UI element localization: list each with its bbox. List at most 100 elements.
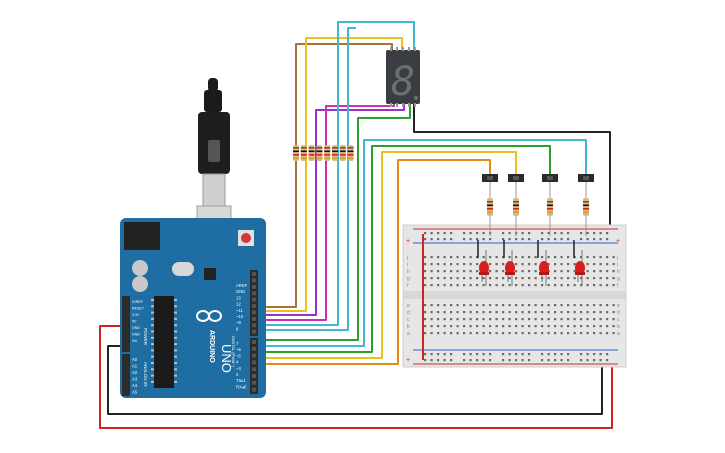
bb-hole[interactable] (573, 284, 576, 287)
resistor[interactable] (487, 198, 493, 216)
bb-rail-hole[interactable] (476, 353, 479, 356)
header-hole[interactable] (252, 367, 256, 372)
bb-hole[interactable] (547, 304, 550, 307)
header-hole[interactable] (252, 346, 256, 351)
bb-hole[interactable] (573, 263, 576, 266)
bb-rail-hole[interactable] (580, 238, 583, 241)
bb-hole[interactable] (469, 270, 472, 273)
pushbutton-cap[interactable] (583, 176, 589, 180)
bb-hole[interactable] (430, 270, 433, 273)
bb-hole[interactable] (593, 318, 596, 321)
arduino-uno-board[interactable]: ARDUINO UNO POWER ANALOG IN DIGITAL (PWM… (120, 218, 266, 398)
bb-hole[interactable] (450, 284, 453, 287)
bb-hole[interactable] (443, 263, 446, 266)
bb-hole[interactable] (463, 325, 466, 328)
bb-hole[interactable] (508, 304, 511, 307)
bb-hole[interactable] (612, 304, 615, 307)
bb-hole[interactable] (430, 325, 433, 328)
bb-hole[interactable] (469, 277, 472, 280)
bb-hole[interactable] (547, 270, 550, 273)
bb-hole[interactable] (443, 284, 446, 287)
bb-hole[interactable] (515, 277, 518, 280)
bb-hole[interactable] (443, 256, 446, 259)
header-hole[interactable] (252, 316, 256, 321)
bb-rail-hole[interactable] (580, 232, 583, 235)
header-hole[interactable] (252, 329, 256, 334)
wire-cyan[interactable] (258, 139, 587, 347)
bb-hole[interactable] (424, 311, 427, 314)
bb-hole[interactable] (430, 318, 433, 321)
bb-hole[interactable] (469, 325, 472, 328)
bb-hole[interactable] (560, 284, 563, 287)
bb-hole[interactable] (534, 263, 537, 266)
bb-rail-hole[interactable] (541, 232, 544, 235)
bb-hole[interactable] (521, 311, 524, 314)
led[interactable] (575, 261, 585, 275)
bb-hole[interactable] (469, 332, 472, 335)
bb-hole[interactable] (612, 311, 615, 314)
bb-hole[interactable] (456, 304, 459, 307)
bb-hole[interactable] (573, 304, 576, 307)
bb-rail-hole[interactable] (521, 359, 524, 362)
bb-hole[interactable] (554, 325, 557, 328)
display-resistors[interactable] (293, 145, 354, 161)
bb-hole[interactable] (541, 325, 544, 328)
header-hole[interactable] (252, 272, 256, 276)
wire-red[interactable] (99, 325, 613, 429)
bb-hole[interactable] (528, 270, 531, 273)
bb-rail-hole[interactable] (476, 232, 479, 235)
bb-hole[interactable] (612, 277, 615, 280)
bb-hole[interactable] (469, 318, 472, 321)
bb-hole[interactable] (495, 311, 498, 314)
bb-hole[interactable] (430, 332, 433, 335)
header-hole[interactable] (252, 297, 256, 302)
bb-rail-hole[interactable] (430, 238, 433, 241)
bb-hole[interactable] (424, 332, 427, 335)
bb-hole[interactable] (463, 277, 466, 280)
wire-pink[interactable] (258, 102, 395, 321)
bb-hole[interactable] (443, 304, 446, 307)
bb-hole[interactable] (599, 256, 602, 259)
bb-hole[interactable] (567, 325, 570, 328)
led[interactable] (539, 261, 549, 275)
bb-hole[interactable] (489, 304, 492, 307)
bb-rail-hole[interactable] (567, 232, 570, 235)
bb-hole[interactable] (586, 256, 589, 259)
bb-hole[interactable] (593, 263, 596, 266)
bb-hole[interactable] (528, 277, 531, 280)
bb-hole[interactable] (515, 284, 518, 287)
bb-hole[interactable] (599, 270, 602, 273)
wire-cyan[interactable] (258, 21, 415, 326)
bb-rail-hole[interactable] (593, 353, 596, 356)
bb-hole[interactable] (508, 311, 511, 314)
bb-hole[interactable] (560, 263, 563, 266)
bb-hole[interactable] (567, 318, 570, 321)
bb-hole[interactable] (534, 318, 537, 321)
bb-rail-hole[interactable] (547, 238, 550, 241)
bb-hole[interactable] (424, 284, 427, 287)
bb-rail-hole[interactable] (560, 359, 563, 362)
bb-rail-hole[interactable] (424, 353, 427, 356)
bb-hole[interactable] (586, 332, 589, 335)
bb-rail-hole[interactable] (541, 353, 544, 356)
bb-hole[interactable] (599, 332, 602, 335)
bb-rail-hole[interactable] (515, 359, 518, 362)
bb-hole[interactable] (489, 270, 492, 273)
bb-hole[interactable] (469, 284, 472, 287)
bb-hole[interactable] (586, 311, 589, 314)
bb-hole[interactable] (547, 311, 550, 314)
resistor[interactable] (332, 145, 338, 161)
bb-hole[interactable] (599, 311, 602, 314)
bb-hole[interactable] (476, 284, 479, 287)
bb-rail-hole[interactable] (463, 238, 466, 241)
wire-yellow[interactable] (258, 37, 403, 312)
bb-hole[interactable] (567, 263, 570, 266)
bb-rail-hole[interactable] (508, 359, 511, 362)
bb-hole[interactable] (437, 304, 440, 307)
bb-hole[interactable] (456, 263, 459, 266)
bb-rail-hole[interactable] (547, 353, 550, 356)
bb-hole[interactable] (463, 304, 466, 307)
bb-hole[interactable] (534, 284, 537, 287)
bb-rail-hole[interactable] (437, 238, 440, 241)
bb-hole[interactable] (528, 304, 531, 307)
